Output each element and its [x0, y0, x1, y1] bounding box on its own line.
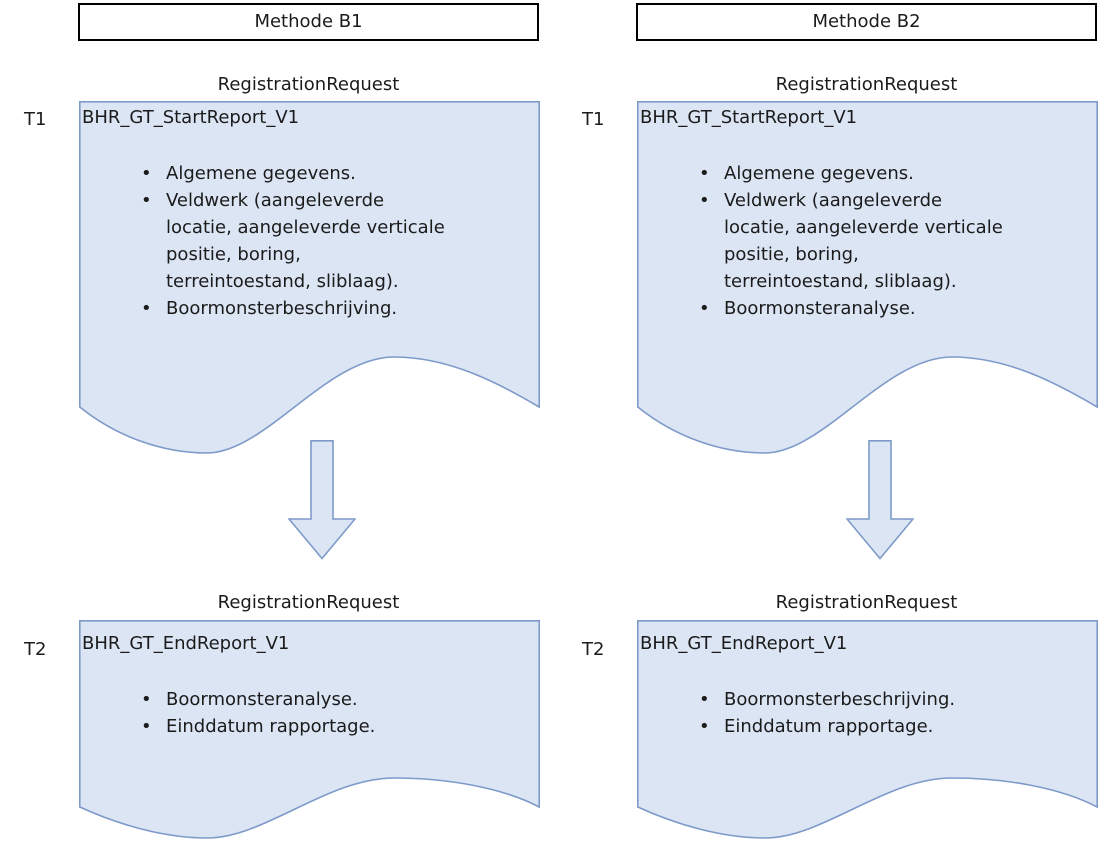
bullet-icon: • — [699, 163, 710, 184]
report-title: BHR_GT_EndReport_V1 — [82, 633, 290, 654]
bullet-icon: • — [141, 190, 152, 211]
registration-request-label-t2: RegistrationRequest — [775, 592, 958, 613]
list-item: • Algemene gegevens. — [640, 160, 1094, 187]
down-arrow-icon — [288, 440, 356, 560]
bullet-icon: • — [699, 716, 710, 737]
document-shape-end-report: BHR_GT_EndReport_V1 • Boormonsterbeschri… — [637, 620, 1098, 842]
bullet-icon: • — [141, 716, 152, 737]
bullet-icon: • — [699, 298, 710, 319]
bullet-icon: • — [699, 190, 710, 211]
bullet-list: • Boormonsterbeschrijving. • Einddatum r… — [640, 686, 1094, 740]
report-title: BHR_GT_StartReport_V1 — [640, 107, 858, 128]
bullet-icon: • — [141, 689, 152, 710]
document-wave-outline — [79, 101, 540, 454]
bullet-text: Veldwerk (aangeleverde locatie, aangelev… — [166, 190, 445, 292]
document-wave-outline — [637, 101, 1098, 454]
report-title: BHR_GT_EndReport_V1 — [640, 633, 848, 654]
method-header-box-b2: Methode B2 — [636, 3, 1097, 41]
down-arrow-icon — [846, 440, 914, 560]
method-header-label: Methode B2 — [812, 11, 921, 32]
bullet-text: Boormonsteranalyse. — [724, 298, 916, 319]
t2-label: T2 — [582, 639, 605, 660]
list-item: • Einddatum rapportage. — [82, 713, 536, 740]
column-methode-b2: Methode B2 RegistrationRequest T1 BHR_GT… — [558, 0, 1102, 842]
t1-label: T1 — [582, 109, 605, 130]
list-item: • Algemene gegevens. — [82, 160, 536, 187]
bullet-icon: • — [141, 163, 152, 184]
registration-request-label-t1: RegistrationRequest — [217, 74, 400, 95]
bullet-text: Veldwerk (aangeleverde locatie, aangelev… — [724, 190, 1003, 292]
list-item: • Boormonsteranalyse. — [640, 295, 1094, 322]
bullet-text: Boormonsterbeschrijving. — [724, 689, 956, 710]
list-item: • Boormonsteranalyse. — [82, 686, 536, 713]
column-methode-b1: Methode B1 RegistrationRequest T1 BHR_GT… — [24, 3, 540, 842]
t1-label: T1 — [24, 109, 47, 130]
list-item: • Veldwerk (aangeleverde locatie, aangel… — [82, 187, 536, 295]
list-item: • Boormonsterbeschrijving. — [82, 295, 536, 322]
t2-label: T2 — [24, 639, 47, 660]
registration-request-label-t1: RegistrationRequest — [775, 74, 958, 95]
bullet-text: Boormonsteranalyse. — [166, 689, 358, 710]
bullet-icon: • — [699, 689, 710, 710]
bullet-icon: • — [141, 298, 152, 319]
bullet-list: • Boormonsteranalyse. • Einddatum rappor… — [82, 686, 536, 740]
bullet-list: • Algemene gegevens. • Veldwerk (aangele… — [640, 160, 1094, 322]
method-header-box-b1: Methode B1 — [78, 3, 539, 41]
bullet-list: • Algemene gegevens. • Veldwerk (aangele… — [82, 160, 536, 322]
document-shape-start-report: BHR_GT_StartReport_V1 • Algemene gegeven… — [637, 101, 1098, 457]
bullet-text: Algemene gegevens. — [724, 163, 914, 184]
document-wave-outline — [79, 620, 540, 839]
bullet-text: Einddatum rapportage. — [166, 716, 376, 737]
bullet-text: Algemene gegevens. — [166, 163, 356, 184]
document-wave-outline — [637, 620, 1098, 839]
list-item: • Veldwerk (aangeleverde locatie, aangel… — [640, 187, 1094, 295]
registration-request-label-t2: RegistrationRequest — [217, 592, 400, 613]
document-shape-end-report: BHR_GT_EndReport_V1 • Boormonsteranalyse… — [79, 620, 540, 842]
list-item: • Einddatum rapportage. — [640, 713, 1094, 740]
report-title: BHR_GT_StartReport_V1 — [82, 107, 300, 128]
list-item: • Boormonsterbeschrijving. — [640, 686, 1094, 713]
document-shape-start-report: BHR_GT_StartReport_V1 • Algemene gegeven… — [79, 101, 540, 457]
bullet-text: Einddatum rapportage. — [724, 716, 934, 737]
method-header-label: Methode B1 — [254, 11, 363, 32]
bullet-text: Boormonsterbeschrijving. — [166, 298, 398, 319]
